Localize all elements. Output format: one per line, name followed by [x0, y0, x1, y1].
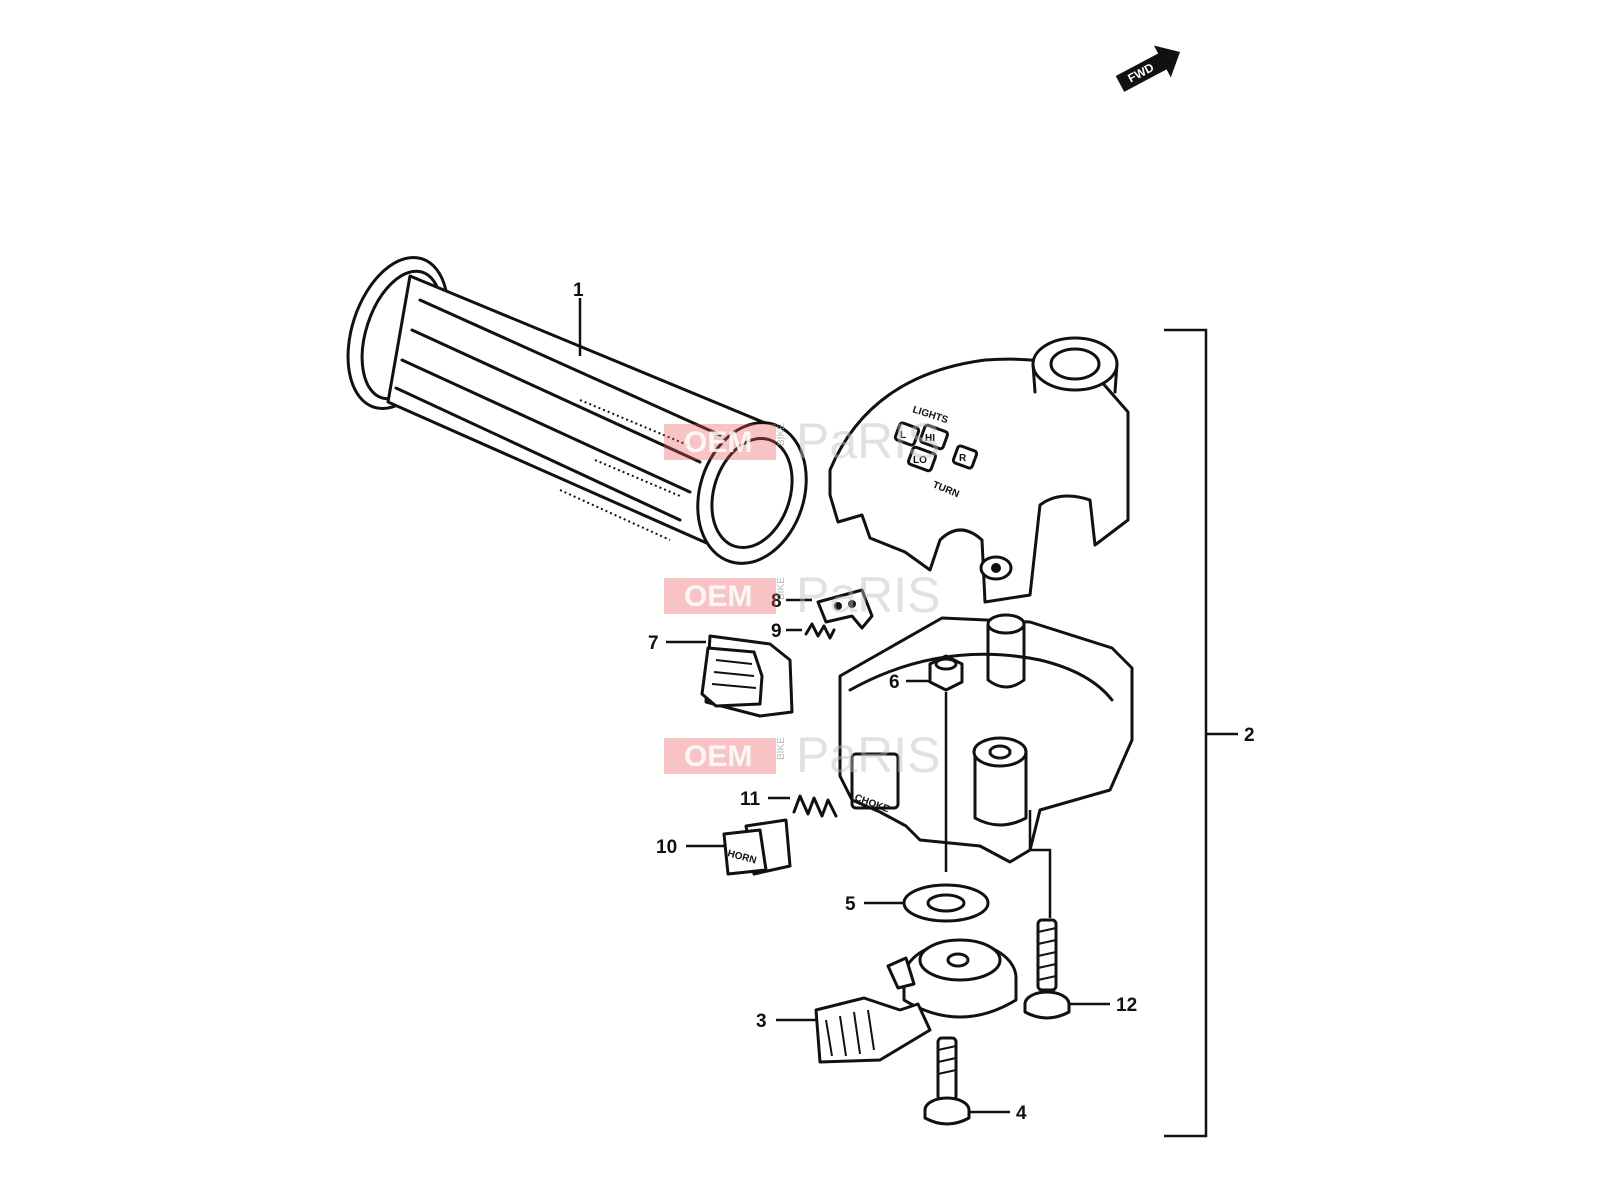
watermark-1: OEM BIKE PaRIS	[664, 413, 941, 469]
svg-text:OEM: OEM	[684, 740, 752, 773]
callout-10[interactable]: 10	[656, 837, 677, 858]
svg-text:OEM: OEM	[684, 426, 752, 459]
hi-badge-icon: HI	[918, 423, 950, 451]
handlebar-grip-part[interactable]	[330, 245, 824, 578]
callout-8[interactable]: 8	[771, 591, 782, 612]
callout-2[interactable]: 2	[1244, 725, 1255, 746]
horn-spring-part[interactable]	[792, 794, 838, 818]
callout-4[interactable]: 4	[1016, 1103, 1027, 1124]
callout-11[interactable]: 11	[740, 789, 761, 810]
contact-plate-part[interactable]	[816, 588, 874, 630]
callout-6[interactable]: 6	[889, 672, 900, 693]
watermark-3: OEM BIKE PaRIS	[664, 727, 941, 783]
assembly-line-screw	[1028, 810, 1052, 918]
choke-lever-part[interactable]	[814, 938, 1018, 1064]
svg-text:L: L	[900, 430, 906, 441]
horn-button-part[interactable]: HORN	[722, 818, 792, 876]
svg-text:R: R	[959, 453, 967, 464]
svg-text:BIKE: BIKE	[776, 423, 787, 446]
svg-text:PaRIS: PaRIS	[796, 727, 941, 783]
lo-beam-badge-icon: LO	[906, 445, 938, 473]
watermark-2: OEM BIKE PaRIS	[664, 567, 941, 623]
callout-7[interactable]: 7	[648, 633, 659, 654]
hex-nut-part[interactable]	[928, 654, 964, 692]
svg-text:BIKE: BIKE	[776, 577, 787, 600]
washer-part[interactable]	[902, 883, 990, 923]
callout-9[interactable]: 9	[771, 621, 782, 642]
callout-3[interactable]: 3	[756, 1011, 767, 1032]
svg-text:OEM: OEM	[684, 580, 752, 613]
right-badge-icon: R	[951, 444, 979, 470]
svg-text:HI: HI	[925, 433, 935, 444]
lo-badge-icon: L	[893, 421, 921, 447]
lower-switch-housing-part[interactable]: CHOKE	[838, 613, 1134, 864]
callout-1[interactable]: 1	[573, 280, 584, 301]
housing-screw-part[interactable]	[1023, 918, 1071, 1020]
small-spring-part[interactable]	[804, 622, 836, 640]
svg-text:LO: LO	[913, 455, 927, 466]
light-switch-knob-part[interactable]	[700, 634, 794, 718]
assembly-bracket-2	[1164, 328, 1238, 1138]
svg-text:PaRIS: PaRIS	[796, 567, 941, 623]
pivot-screw-part[interactable]	[923, 1036, 971, 1126]
callout-5[interactable]: 5	[845, 894, 856, 915]
svg-text:BIKE: BIKE	[776, 737, 787, 760]
svg-text:PaRIS: PaRIS	[796, 413, 941, 469]
upper-switch-housing-part[interactable]: LIGHTS TURN L HI LO R	[828, 336, 1130, 604]
fwd-arrow-icon: FWD	[1115, 45, 1181, 92]
callout-12[interactable]: 12	[1116, 995, 1137, 1016]
